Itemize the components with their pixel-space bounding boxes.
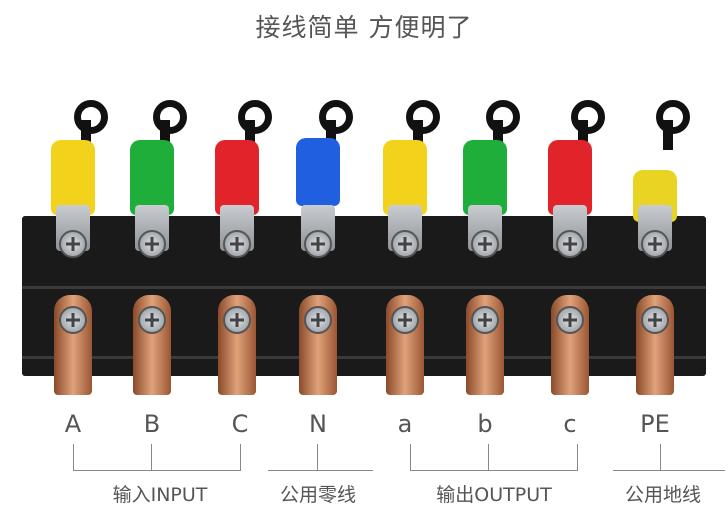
screw-icon [471,230,499,258]
cable-loop [319,100,353,134]
terminal-block-photo [0,0,728,410]
bracket-line [73,470,241,471]
block-seam [22,286,706,289]
screw-icon [641,230,669,258]
bracket-line [268,470,373,471]
insulation-sleeve [383,140,427,215]
bracket-line [577,444,578,471]
cable-loop [74,100,108,134]
insulation-sleeve [548,140,592,215]
group-label-neutral: 公用零线 [279,484,357,506]
screw-icon [223,306,251,334]
cable-loop [656,100,690,134]
screw-icon [223,230,251,258]
bracket-line [410,470,578,471]
block-seam [22,356,706,359]
wire [326,120,336,150]
cable-loop [486,100,520,134]
insulation-sleeve [215,140,259,215]
screw-icon [556,230,584,258]
insulation-sleeve [463,140,507,215]
terminal-block-body [22,216,706,376]
group-label-input: 输入INPUT [112,484,208,506]
screw-icon [471,306,499,334]
wire [578,120,588,150]
screw-icon [59,230,87,258]
terminal-label: a [397,410,413,438]
terminal-label: c [563,410,577,438]
terminal-label: PE [640,410,670,438]
wire [413,120,423,150]
bracket-line [488,444,489,471]
cable-loop [238,100,272,134]
screw-icon [641,306,669,334]
screw-icon [391,230,419,258]
screw-icon [59,306,87,334]
bracket-line [660,444,661,471]
terminal-label: b [477,410,493,438]
bracket-line [613,470,725,471]
bracket-line [410,444,411,471]
wire [81,120,91,150]
wire [160,120,170,150]
group-label-ground: 公用地线 [624,484,702,506]
wire [663,120,673,150]
screw-icon [138,230,166,258]
insulation-sleeve [51,140,95,215]
cable-loop [406,100,440,134]
insulation-sleeve [296,138,340,206]
bracket-line [240,444,241,471]
screw-icon [556,306,584,334]
insulation-sleeve [130,140,174,215]
screw-icon [391,306,419,334]
screw-icon [304,306,332,334]
terminal-label: N [309,410,327,438]
headline: 接线简单 方便明了 [255,13,473,42]
terminal-label: B [143,410,161,438]
screw-icon [304,230,332,258]
cable-loop [571,100,605,134]
screw-icon [138,306,166,334]
terminal-label: A [64,410,82,438]
bracket-line [317,444,318,471]
bracket-line [73,444,74,471]
wire [493,120,503,150]
cable-loop [153,100,187,134]
terminal-label: C [231,410,249,438]
bracket-line [151,444,152,471]
group-label-output: 输出OUTPUT [436,484,552,506]
wire [245,120,255,150]
